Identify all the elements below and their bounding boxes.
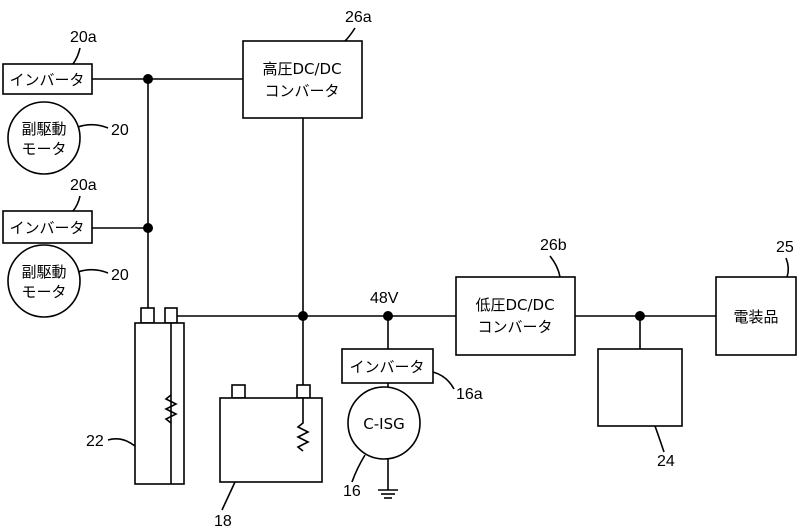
leader-line (107, 438, 136, 447)
motor-top-line2: モータ (21, 140, 66, 158)
lv-dcdc-ref: 26b (540, 237, 567, 254)
battery-terminal (296, 384, 311, 399)
battery-18: 18 (214, 384, 323, 530)
inverter-top: インバータ 20a (2, 29, 97, 95)
bus-voltage-label: 48V (370, 290, 399, 307)
inverter-top-ref: 20a (70, 29, 97, 46)
leader-line (432, 371, 455, 390)
c-isg-label: C-ISG (363, 415, 404, 433)
lv-dcdc-line1: 低圧DC/DC (475, 296, 554, 314)
junction-node (143, 74, 153, 84)
c-isg-ref: 16 (343, 483, 361, 500)
battery-terminal (231, 384, 246, 399)
motor-top: 副駆動 モータ 20 (7, 101, 129, 175)
motor-mid: 副駆動 モータ 20 (7, 244, 129, 318)
motor-mid-line2: モータ (21, 283, 66, 301)
junction-node (383, 311, 393, 321)
leader-line (654, 425, 665, 453)
leader-line (72, 47, 81, 65)
leader-line (72, 195, 81, 212)
motor-top-line1: 副駆動 (21, 120, 66, 138)
isg-inverter-ref: 16a (456, 386, 483, 403)
leader-line (77, 123, 109, 129)
resistor-zigzag (164, 394, 178, 424)
motor-mid-ref: 20 (111, 267, 129, 284)
inverter-top-label: インバータ (9, 71, 84, 89)
ground-icon (378, 489, 398, 499)
junction-node (143, 223, 153, 233)
leader-line (344, 27, 356, 42)
electrical-load-label: 電装品 (733, 308, 778, 326)
wiring (92, 78, 716, 490)
hv-dcdc-ref: 26a (345, 9, 372, 26)
lv-dcdc-line2: コンバータ (477, 318, 552, 336)
motor-mid-line1: 副駆動 (21, 263, 66, 281)
c-isg: C-ISG 16 (343, 386, 421, 500)
junction-nodes (143, 74, 645, 321)
isg-inverter: インバータ 16a (341, 348, 483, 403)
electrical-load-ref: 25 (776, 239, 794, 256)
hv-dcdc-line2: コンバータ (264, 82, 339, 100)
leader-line (351, 454, 366, 483)
motor-top-ref: 20 (111, 122, 129, 139)
resistor-zigzag (296, 398, 310, 452)
battery-22: 22 (86, 307, 185, 485)
leader-line (549, 255, 561, 278)
junction-node (635, 311, 645, 321)
component-24-ref: 24 (657, 453, 675, 470)
inverter-mid-label: インバータ (9, 219, 84, 237)
inverter-mid-ref: 20a (70, 177, 97, 194)
hv-dcdc-converter: 高圧DC/DC コンバータ 26a (242, 9, 372, 119)
battery-terminal (164, 307, 178, 324)
isg-inverter-label: インバータ (349, 358, 424, 376)
leader-line (77, 268, 109, 274)
lv-dcdc-converter: 低圧DC/DC コンバータ 26b (455, 237, 576, 356)
battery-terminal (140, 307, 155, 324)
junction-node (298, 311, 308, 321)
battery-22-ref: 22 (86, 433, 104, 450)
leader-line (785, 257, 790, 278)
battery-18-ref: 18 (214, 513, 232, 530)
inverter-mid: インバータ 20a (2, 177, 97, 244)
hv-dcdc-line1: 高圧DC/DC (262, 60, 341, 78)
electrical-load: 電装品 25 (715, 239, 797, 356)
leader-line (221, 481, 236, 511)
component-24: 24 (597, 348, 683, 470)
